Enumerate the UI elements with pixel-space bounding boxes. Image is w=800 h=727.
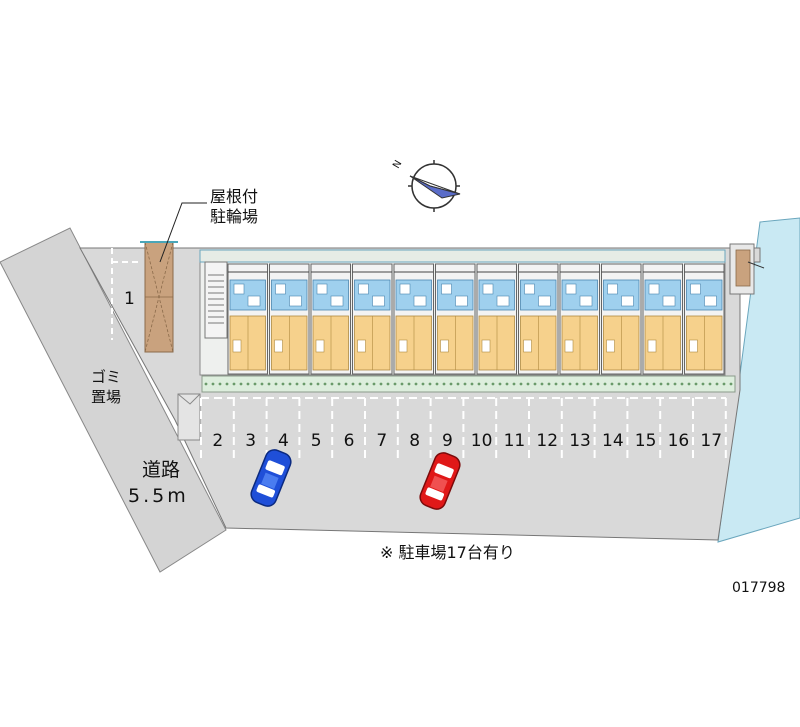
apartment-unit	[269, 263, 310, 375]
parking-spot-number: 10	[471, 431, 493, 451]
parking-spot-number: 5	[311, 431, 322, 451]
car-red	[419, 452, 461, 510]
parking-spot-number: 14	[602, 431, 624, 451]
apartment-unit	[227, 263, 268, 375]
parking-spot-number: 17	[700, 431, 722, 451]
parking-spot-number: 16	[668, 431, 690, 451]
parking-spot-number: 7	[376, 431, 387, 451]
property-code: 017798	[732, 580, 785, 596]
parking-note: ※ 駐車場17台有り	[380, 543, 515, 562]
compass-icon: N	[391, 159, 461, 212]
garbage-label-line2: 置場	[91, 388, 121, 406]
parking-spot-number: 9	[442, 431, 453, 451]
parking-spot-number: 8	[409, 431, 420, 451]
car-blue	[250, 449, 292, 507]
apartment-unit	[476, 263, 517, 375]
road-label-line1: 道路	[142, 459, 180, 481]
parking-spot-number: 1	[124, 289, 135, 309]
apartment-unit	[352, 263, 393, 375]
hedge-strip	[201, 375, 736, 393]
apartment-unit	[435, 263, 476, 375]
apartment-building	[199, 249, 726, 376]
apartment-unit	[684, 263, 725, 375]
road	[0, 227, 227, 573]
garbage-area	[177, 393, 201, 441]
parking-spot-number: 2	[212, 431, 223, 451]
right-shed	[729, 243, 765, 295]
apartment-unit	[393, 263, 434, 375]
staircase	[204, 261, 228, 339]
parking-spot-number: 13	[569, 431, 591, 451]
bike-shelter	[140, 241, 178, 353]
parking-spot-number: 15	[635, 431, 657, 451]
apartment-unit	[559, 263, 600, 375]
apartment-unit	[518, 263, 559, 375]
apartment-unit	[310, 263, 351, 375]
parking-spot-number: 4	[278, 431, 289, 451]
garbage-label-line1: ゴミ	[91, 368, 121, 386]
parking-spot-number: 11	[504, 431, 526, 451]
road-label-line2: 5.5m	[128, 485, 189, 507]
parking-spot-number: 12	[536, 431, 558, 451]
bike-shelter-label-line1: 屋根付	[210, 187, 258, 206]
compass-north-label: N	[391, 159, 404, 171]
parking-spot-number: 3	[245, 431, 256, 451]
parking-spot-number: 6	[344, 431, 355, 451]
apartment-unit	[642, 263, 683, 375]
bike-shelter-leader	[159, 202, 207, 263]
apartment-unit	[601, 263, 642, 375]
bike-shelter-label-line2: 駐輪場	[210, 207, 258, 226]
